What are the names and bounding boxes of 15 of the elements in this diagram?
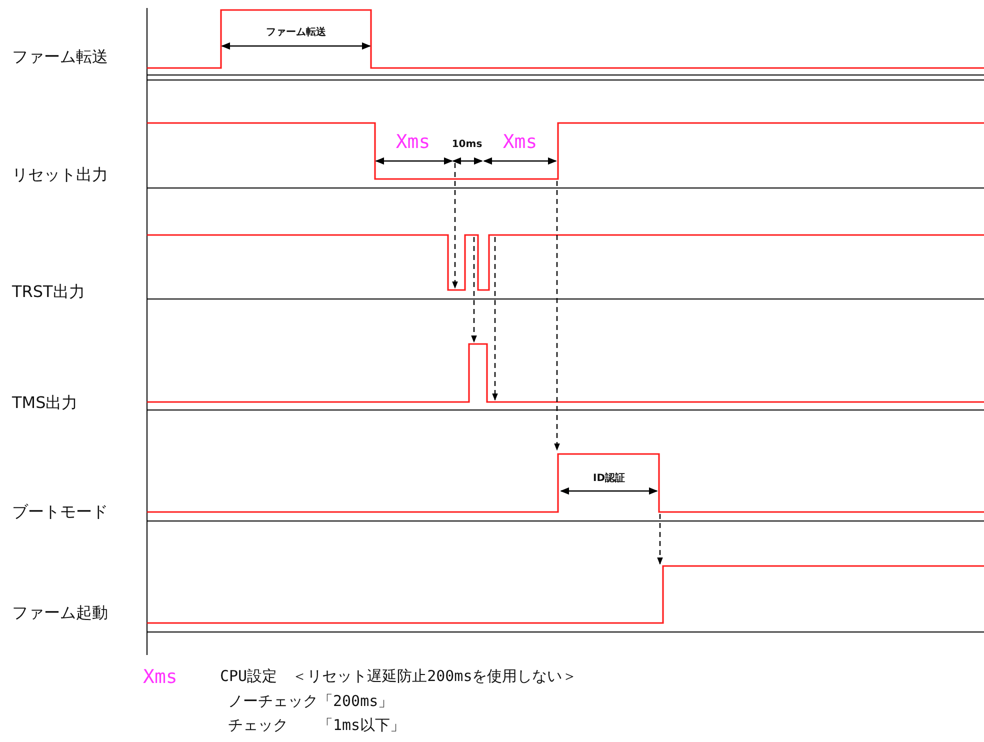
signal-name: TRST出力 <box>12 283 85 301</box>
interval-label: Xms <box>502 132 538 153</box>
signal-name: リセット出力 <box>12 166 108 184</box>
note-text: ノーチェック「200ms」 <box>228 693 394 710</box>
interval-label: ファーム転送 <box>266 27 326 38</box>
note-text: CPU設定 ＜リセット遅延防止200msを使用しない＞ <box>220 668 578 684</box>
signal-name: ブートモード <box>12 503 108 521</box>
signal-name: ファーム起動 <box>12 604 108 622</box>
signal-name: TMS出力 <box>12 394 78 412</box>
interval-label: Xms <box>396 132 430 153</box>
interval-label: ID認証 <box>592 473 626 484</box>
interval-label: 10ms <box>452 139 482 150</box>
legend-symbol: Xms <box>143 667 178 688</box>
note-text: チェック 「1ms以下」 <box>228 717 406 734</box>
signal-name: ファーム転送 <box>12 48 108 66</box>
